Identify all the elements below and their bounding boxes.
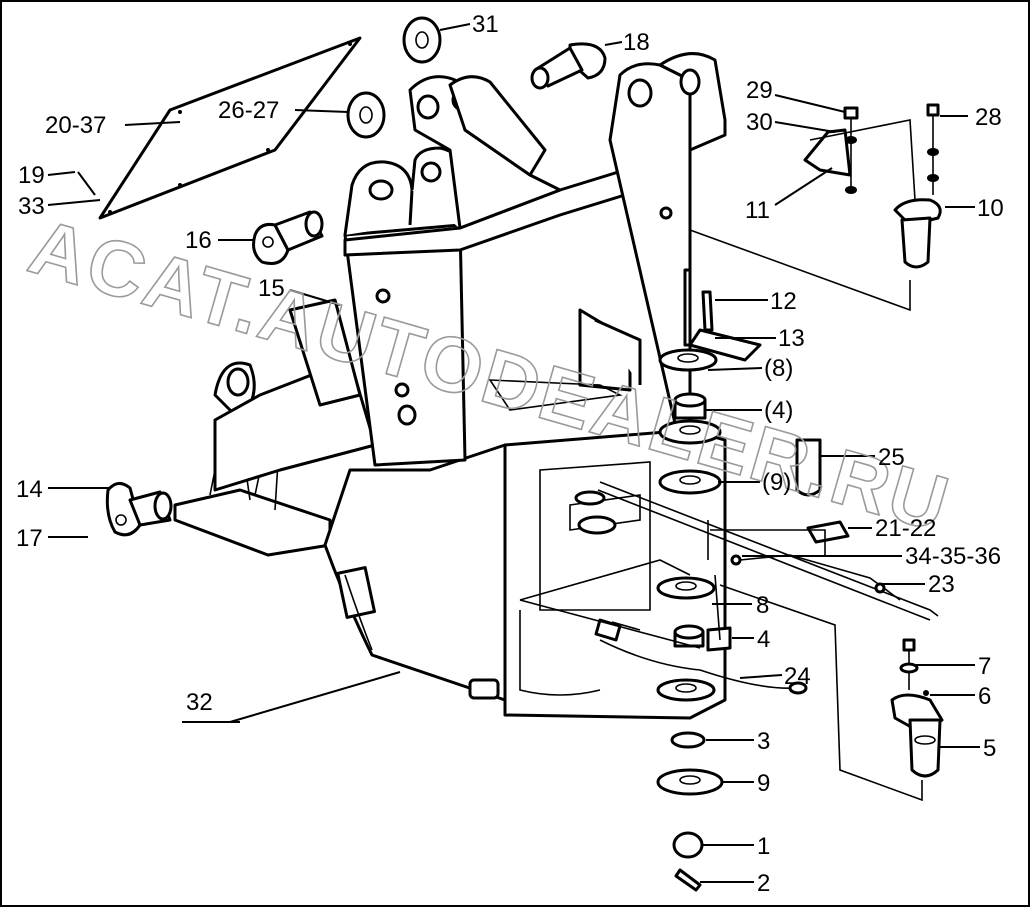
pin-18 — [530, 42, 607, 90]
washer-31 — [402, 16, 442, 64]
callout-23: 23 — [928, 571, 955, 598]
callout-15: 15 — [258, 275, 285, 302]
callout-8-paren: (8) — [764, 355, 793, 382]
callout-32: 32 — [186, 689, 213, 716]
callout-labels: 31 18 29 28 30 20-37 26-27 19 33 11 10 1… — [16, 11, 1004, 897]
washer-26-27 — [346, 91, 386, 139]
cover-plate-holes — [108, 42, 352, 214]
bracket-12-13 — [683, 268, 762, 362]
callout-13: 13 — [778, 325, 805, 352]
callout-18: 18 — [623, 29, 650, 56]
cover-plate — [98, 36, 362, 220]
callout-5: 5 — [983, 735, 996, 762]
sleeve-25 — [795, 438, 822, 497]
callout-29: 29 — [746, 77, 773, 104]
leader-lines — [47, 23, 980, 883]
callout-24: 24 — [784, 663, 811, 690]
callout-6: 6 — [978, 683, 991, 710]
callout-31: 31 — [472, 11, 499, 38]
callout-4: 4 — [757, 626, 770, 653]
guide-lines — [344, 119, 923, 802]
callout-10: 10 — [977, 195, 1004, 222]
callout-33: 33 — [18, 193, 45, 220]
pin-16 — [252, 210, 324, 265]
callout-25: 25 — [878, 444, 905, 471]
callout-9: 9 — [757, 770, 770, 797]
callout-11: 11 — [745, 197, 770, 224]
upper-pin-10 — [893, 198, 942, 269]
callout-14: 14 — [16, 476, 43, 503]
center-stack — [656, 348, 732, 892]
front-frame — [173, 52, 727, 720]
bracket-21-22 — [806, 520, 850, 544]
callout-34-35-36: 34-35-36 — [905, 543, 1001, 570]
callout-12: 12 — [770, 288, 797, 315]
callout-26-27: 26-27 — [218, 97, 279, 124]
pin-14 — [105, 482, 173, 537]
callout-1: 1 — [757, 833, 770, 860]
callout-3: 3 — [757, 728, 770, 755]
callout-19: 19 — [18, 162, 45, 189]
callout-4-paren: (4) — [764, 397, 793, 424]
bolt-28 — [926, 103, 940, 195]
callout-16: 16 — [185, 227, 212, 254]
rods-and-wires — [594, 481, 939, 695]
callout-30: 30 — [746, 109, 773, 136]
callout-28: 28 — [975, 104, 1002, 131]
callout-2: 2 — [757, 870, 770, 897]
callout-17: 17 — [16, 525, 43, 552]
callout-7: 7 — [978, 653, 991, 680]
callout-8: 8 — [756, 592, 769, 619]
lower-pin-5 — [890, 638, 944, 778]
callout-20-37: 20-37 — [45, 112, 106, 139]
callout-9-paren: (9) — [762, 469, 791, 496]
callout-21-22: 21-22 — [875, 515, 936, 542]
